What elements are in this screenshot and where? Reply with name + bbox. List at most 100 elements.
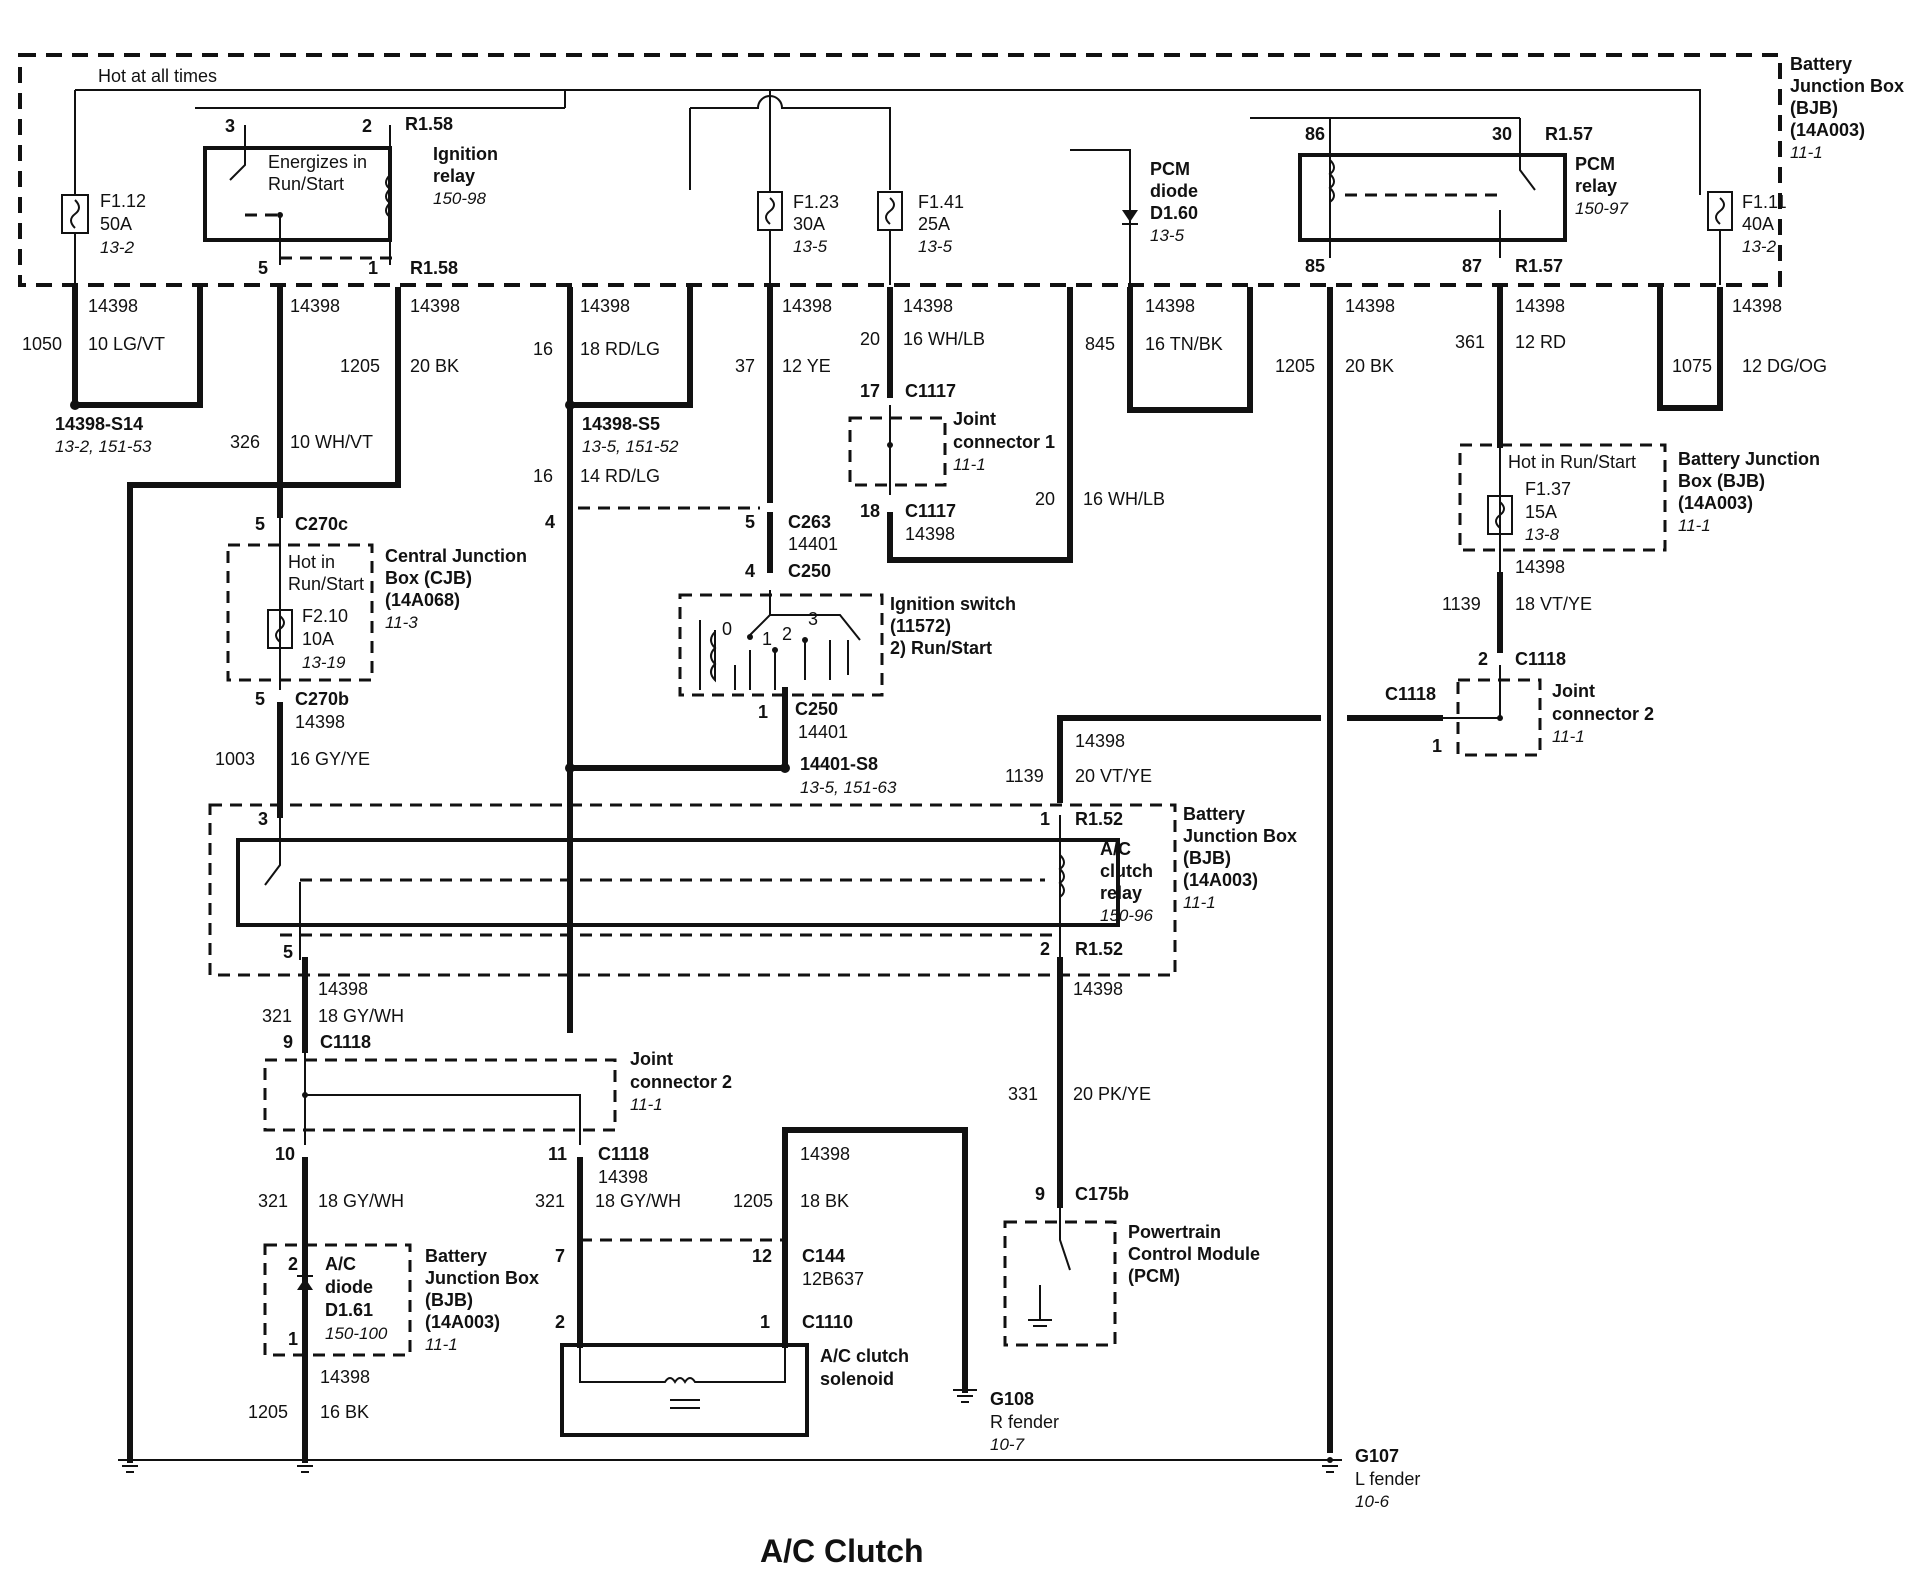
relay-ref: R1.52: [1075, 939, 1123, 959]
label: Junction Box: [1790, 76, 1904, 96]
pin-label: 17: [860, 381, 880, 401]
connector-id: C270b: [295, 689, 349, 709]
joint-connector-1: 17 C1117 Joint connector 1 11-1 18 C1117…: [848, 381, 1055, 544]
fuse-rating: 40A: [1742, 214, 1774, 234]
fuse-id: F1.12: [100, 191, 146, 211]
connector-id: C1118: [598, 1144, 649, 1164]
pin-label: 1: [758, 702, 768, 722]
pin-label: 4: [745, 561, 755, 581]
fuse-f111: F1.11 40A 13-2: [1707, 191, 1787, 285]
fuse-f112: F1.12 50A 13-2: [61, 191, 146, 285]
relay-note: Energizes in: [268, 152, 367, 172]
wire-circuit: 14398: [1732, 296, 1782, 316]
fuse-id: F1.11: [1742, 192, 1787, 212]
wire-color: 18 GY/WH: [318, 1006, 404, 1026]
label: D1.60: [1150, 203, 1198, 223]
fuse-id: F2.10: [302, 606, 348, 626]
fuse-ref: 13-5: [918, 237, 953, 256]
label: Control Module: [1128, 1244, 1260, 1264]
wire-number: 16: [533, 339, 553, 359]
pin-label: 2: [1478, 649, 1488, 669]
wire-number: 1205: [248, 1402, 288, 1422]
pin-label: 2: [362, 116, 372, 136]
wire-color: 14 RD/LG: [580, 466, 660, 486]
label: (14A003): [425, 1312, 500, 1332]
wire-color: 20 BK: [410, 356, 459, 376]
fuse-id: F1.37: [1525, 479, 1571, 499]
label: Battery: [425, 1246, 487, 1266]
wire-color: 16 WH/LB: [903, 329, 985, 349]
label: Joint: [630, 1049, 673, 1069]
label: Powertrain: [1128, 1222, 1221, 1242]
fuse-ref: 13-5: [793, 237, 828, 256]
label: 11-1: [1552, 727, 1585, 746]
position: 2: [782, 624, 792, 644]
fuse-ref: 13-2: [100, 238, 135, 257]
wire-color: 18 BK: [800, 1191, 849, 1211]
fuse-rating: 10A: [302, 629, 334, 649]
relay-ref: R1.52: [1075, 809, 1123, 829]
wire-circuit: 14398: [1515, 296, 1565, 316]
joint-connector-2-lower: 9 C1118 Joint connector 2 11-1 10 11 C11…: [263, 1032, 732, 1187]
label: (BJB): [1790, 98, 1838, 118]
connector-id: C270c: [295, 514, 348, 534]
position: 1: [762, 629, 772, 649]
label: Battery Junction: [1678, 449, 1820, 469]
circuit: 12B637: [802, 1269, 864, 1289]
wire-number: 1139: [1005, 766, 1044, 786]
wire-circuit: 14398: [782, 296, 832, 316]
wire-color: 18 VT/YE: [1515, 594, 1592, 614]
wire-color: 18 GY/WH: [318, 1191, 404, 1211]
wire-number: 1075: [1672, 356, 1712, 376]
label: solenoid: [820, 1369, 894, 1389]
label: (BJB): [425, 1290, 473, 1310]
pin-label: 12: [752, 1246, 772, 1266]
wire-color: 12 DG/OG: [1742, 356, 1827, 376]
pin-label: 18: [860, 501, 880, 521]
label: diode: [1150, 181, 1198, 201]
label: Run/Start: [288, 574, 364, 594]
connector-id: C250: [795, 699, 838, 719]
pin-label: 3: [225, 116, 235, 136]
pin-label: 11: [548, 1144, 567, 1164]
wire-circuit: 14398: [1515, 557, 1565, 577]
position: 0: [722, 619, 732, 639]
label: (14A003): [1790, 120, 1865, 140]
joint-connector-2-upper: 2 C1118 C1118 1 Joint connector 2 11-1: [1385, 649, 1654, 757]
pin-label: 1: [760, 1312, 770, 1332]
pcm-relay: 86 30 R1.57 PCM relay 150-97 85 87 R1.57: [1250, 117, 1628, 276]
wire-circuit: 14398: [318, 979, 368, 999]
label: (14A003): [1678, 493, 1753, 513]
label: Joint: [1552, 681, 1595, 701]
splice-id: 14398-S14: [55, 414, 143, 434]
pin-label: 1: [1432, 736, 1442, 756]
label: diode: [325, 1277, 373, 1297]
wire-circuit: 14398: [1145, 296, 1195, 316]
circuit: 14401: [798, 722, 848, 742]
wire-number: 326: [230, 432, 260, 452]
pin-label: 2: [1040, 939, 1050, 959]
circuit: 14398: [295, 712, 345, 732]
pin-label: 87: [1462, 256, 1482, 276]
label: A/C clutch: [820, 1346, 909, 1366]
connector-id: C1118: [320, 1032, 371, 1052]
pin-label: 7: [555, 1246, 565, 1266]
connector-id: C1110: [802, 1312, 853, 1332]
label: G108: [990, 1389, 1034, 1409]
label: Junction Box: [425, 1268, 539, 1288]
connector-id: C1117: [905, 501, 956, 521]
connector-id: C263: [788, 512, 831, 532]
splice-id: 14401-S8: [800, 754, 878, 774]
wire-color: 18 RD/LG: [580, 339, 660, 359]
fuse-f141: F1.41 25A 13-5: [877, 191, 964, 285]
label: Hot in Run/Start: [1508, 452, 1636, 472]
fuse-rating: 25A: [918, 214, 950, 234]
wire-1205-g108: [782, 1127, 968, 1393]
label: connector 2: [1552, 704, 1654, 724]
pin-label: 10: [275, 1144, 295, 1164]
pin-label: 5: [283, 942, 293, 962]
pin-label: 3: [258, 809, 268, 829]
pin-label: 9: [283, 1032, 293, 1052]
label: 10-6: [1355, 1492, 1390, 1511]
